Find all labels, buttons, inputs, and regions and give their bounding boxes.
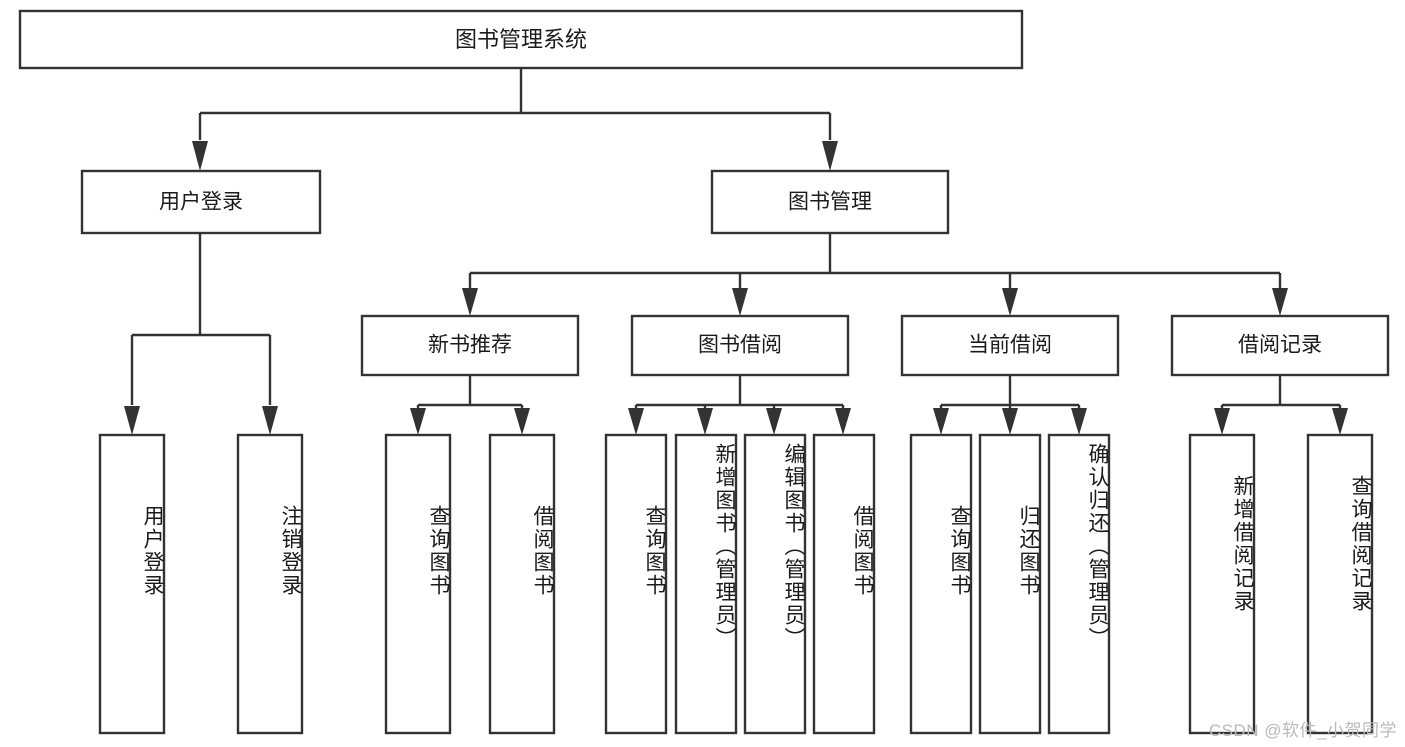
node-borrow-record[interactable]: 借阅记录 <box>1170 314 1390 377</box>
node-box-borrow-record[interactable] <box>1170 314 1390 377</box>
node-box-leaf-logout-login[interactable] <box>236 433 304 735</box>
connector-group-book-borrow <box>628 375 851 435</box>
node-box-current-borrow[interactable] <box>900 314 1120 377</box>
node-book-management[interactable]: 图书管理 <box>710 169 950 235</box>
arrow-head-current-borrow <box>1002 288 1018 316</box>
node-box-user-login[interactable] <box>80 169 322 235</box>
node-box-book-borrow[interactable] <box>630 314 850 377</box>
node-box-leaf-user-login[interactable] <box>98 433 166 735</box>
node-box-book-management[interactable] <box>710 169 950 235</box>
node-label-current-borrow: 当前借阅 <box>968 334 1052 357</box>
leaf-box-group <box>98 433 1374 735</box>
arrow-head-leaf-add-book <box>697 408 713 435</box>
node-box-title-system[interactable] <box>18 9 1024 70</box>
node-box-leaf-borrow-book-1[interactable] <box>488 433 556 735</box>
node-box-leaf-edit-book[interactable] <box>743 433 807 735</box>
node-label-title-system: 图书管理系统 <box>455 27 587 52</box>
connector-group-borrow-record <box>1214 375 1348 435</box>
connector-group-current-borrow <box>933 375 1087 435</box>
node-title-system[interactable]: 图书管理系统 <box>18 9 1024 70</box>
arrow-head-book-borrow <box>732 288 748 316</box>
arrow-head-leaf-logout-login <box>262 406 278 435</box>
connector-group-book-management <box>462 233 1288 316</box>
arrow-head-leaf-query-book-3 <box>933 408 949 435</box>
arrow-head-new-book-recommend <box>462 288 478 316</box>
arrow-head-leaf-user-login <box>124 406 140 435</box>
arrow-head-book-management <box>822 141 838 171</box>
connector-group-new-book-recommend <box>410 375 530 435</box>
arrow-head-leaf-return-book <box>1002 408 1018 435</box>
node-label-book-management: 图书管理 <box>788 191 872 214</box>
connector-group-user-login <box>124 233 278 435</box>
node-box-leaf-query-book-3[interactable] <box>909 433 973 735</box>
node-box-leaf-add-book[interactable] <box>674 433 738 735</box>
node-label-new-book-recommend: 新书推荐 <box>428 334 512 357</box>
node-new-book-recommend[interactable]: 新书推荐 <box>360 314 580 377</box>
arrow-head-leaf-query-book-1 <box>410 408 426 435</box>
node-label-borrow-record: 借阅记录 <box>1238 334 1322 357</box>
arrow-head-leaf-add-borrow-record <box>1214 408 1230 435</box>
node-box-leaf-query-book-1[interactable] <box>384 433 452 735</box>
node-label-user-login: 用户登录 <box>159 191 243 214</box>
arrow-head-leaf-confirm-return <box>1071 408 1087 435</box>
arrow-head-user-login <box>192 141 208 171</box>
node-box-leaf-query-borrow-record[interactable] <box>1306 433 1374 735</box>
csdn-watermark: CSDN @软件_小贺同学 <box>1208 721 1397 740</box>
node-book-borrow[interactable]: 图书借阅 <box>630 314 850 377</box>
node-box-leaf-add-borrow-record[interactable] <box>1188 433 1256 735</box>
node-box-leaf-confirm-return[interactable] <box>1047 433 1111 735</box>
node-user-login[interactable]: 用户登录 <box>80 169 322 235</box>
arrow-head-leaf-query-book-2 <box>628 408 644 435</box>
arrow-head-borrow-record <box>1272 288 1288 316</box>
arrow-head-leaf-borrow-book-2 <box>835 408 851 435</box>
node-box-leaf-borrow-book-2[interactable] <box>812 433 876 735</box>
node-current-borrow[interactable]: 当前借阅 <box>900 314 1120 377</box>
node-box-leaf-return-book[interactable] <box>978 433 1042 735</box>
arrow-head-leaf-edit-book <box>766 408 782 435</box>
node-box-new-book-recommend[interactable] <box>360 314 580 377</box>
connector-group-root <box>192 68 838 171</box>
node-label-book-borrow: 图书借阅 <box>698 334 782 357</box>
node-box-leaf-query-book-2[interactable] <box>604 433 668 735</box>
arrow-head-leaf-query-borrow-record <box>1332 408 1348 435</box>
arrow-head-leaf-borrow-book-1 <box>514 408 530 435</box>
